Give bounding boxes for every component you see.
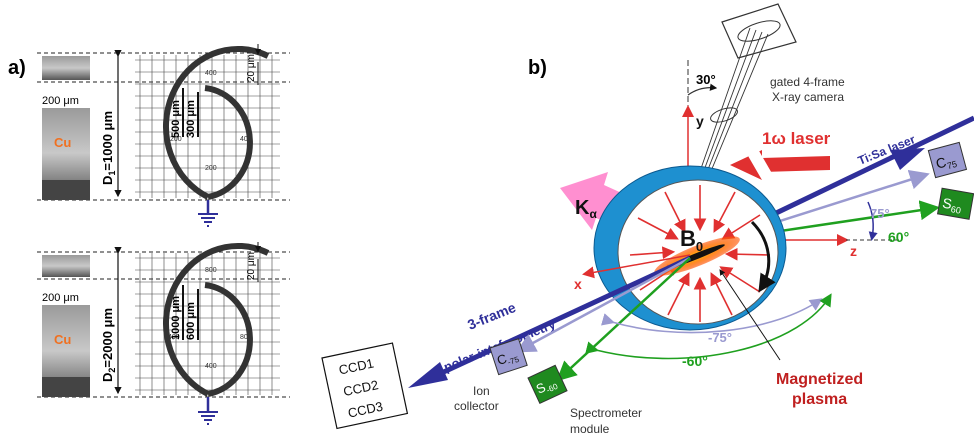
- s60-box: [936, 187, 974, 220]
- x-axis: [582, 254, 691, 279]
- cu-strip-dark: [42, 377, 90, 397]
- z-axis-label: z: [850, 243, 857, 259]
- grid: [135, 55, 280, 198]
- b0-label: B0: [680, 226, 703, 254]
- current-direction-arrow: [750, 220, 776, 293]
- angle-arc-m60: [585, 293, 832, 360]
- panel-a-label: a): [8, 57, 26, 79]
- angle-60-label: 60°: [888, 229, 909, 245]
- ion-label-line1: Ion: [473, 384, 490, 398]
- c-75-label: C-75: [495, 347, 521, 370]
- ground-icon: [198, 411, 218, 425]
- coil-gap: [748, 150, 784, 200]
- inner-dim-label-1: 500 μm: [170, 100, 182, 138]
- grid-tick: 400: [168, 334, 180, 341]
- angle-m60-label: -60°: [682, 353, 708, 369]
- grid-tick: 800: [240, 334, 252, 341]
- kalpha-label: Kα: [575, 197, 597, 221]
- material-label: Cu: [54, 135, 71, 150]
- x-axis-label: x: [574, 276, 582, 292]
- c75-box: [927, 141, 968, 179]
- panel-b-label: b): [528, 57, 547, 79]
- c-75-box: [489, 338, 528, 376]
- c75-module: C75: [927, 141, 968, 179]
- grid-tick: 200: [170, 136, 182, 143]
- target-top: 200 μm Cu 400 200 200 400 D1=1000 μm: [37, 44, 290, 227]
- camera-label-line1: gated 4-frame: [770, 75, 845, 89]
- ccd-label-3: CCD3: [347, 399, 385, 421]
- plasma-pointer: [719, 269, 781, 361]
- spiral-inner: [204, 85, 253, 200]
- angle-arc-30: [687, 83, 718, 96]
- grid-tick: 400: [205, 363, 217, 370]
- ccd-label-1: CCD1: [337, 356, 375, 378]
- inner-dim-label-2: 300 μm: [185, 100, 197, 138]
- grid-tick: 200: [205, 165, 217, 172]
- gradient-strip: [42, 56, 90, 80]
- s-60-module: S-60: [527, 364, 568, 405]
- y-axis-label: y: [696, 113, 704, 129]
- laser-1w-label: 1ω laser: [762, 129, 831, 148]
- camera-label-line2: X-ray camera: [772, 90, 844, 104]
- spectrometer-label-line2: module: [570, 422, 610, 436]
- plasma-label-line2: plasma: [792, 391, 847, 408]
- grid-tick: 800: [205, 267, 217, 274]
- s-60-box: [527, 364, 568, 405]
- camera-body: [721, 3, 797, 59]
- c-75-module: C-75: [489, 338, 528, 376]
- ccd-box: CCD1 CCD2 CCD3: [321, 342, 409, 430]
- ground-icon: [198, 213, 218, 227]
- camera-lens: [737, 20, 781, 42]
- gradient-strip: [42, 255, 90, 277]
- gap-label: 20 μm: [246, 54, 257, 82]
- angle-arc-75: [867, 201, 878, 241]
- ion-label-line2: collector: [454, 399, 499, 413]
- spiral-target: [163, 45, 270, 200]
- scale-label: 200 μm: [42, 292, 79, 304]
- spiral-target: [163, 242, 270, 397]
- grid-tick: 400: [205, 70, 217, 77]
- angle-75-label: 75°: [870, 206, 890, 221]
- cu-strip-dark: [42, 180, 90, 200]
- tisa-arrow-head: [890, 148, 925, 170]
- gap-label: 20 μm: [246, 252, 257, 280]
- laser-1w-arrow: [730, 150, 830, 180]
- scale-label: 200 μm: [42, 95, 79, 107]
- interferometry-beam: [420, 255, 692, 385]
- s60-module: S60: [936, 187, 974, 220]
- material-label: Cu: [54, 332, 71, 347]
- diameter-label: D2=2000 μm: [100, 308, 117, 382]
- s60-label: S60: [941, 195, 963, 216]
- target-bottom: 200 μm Cu 800 400 400 800 D2=2000 μm 100…: [37, 242, 290, 425]
- camera-pinhole: [710, 107, 738, 123]
- interferometry-label-line1: 3-frame: [465, 299, 518, 333]
- ccd-label-2: CCD2: [342, 377, 380, 399]
- angle-30-label: 30°: [696, 72, 716, 87]
- diameter-label: D1=1000 μm: [100, 111, 117, 185]
- grid-tick: 400: [240, 136, 252, 143]
- inner-dim-label-2: 600 μm: [185, 302, 197, 340]
- spectrometer-label-line1: Spectrometer: [570, 406, 642, 420]
- inner-dim-label-1: 1000 μm: [170, 296, 182, 340]
- ccd-frame: [321, 342, 409, 430]
- plasma-label-line1: Magnetized: [776, 371, 863, 388]
- interferometry-arrow-head: [408, 362, 448, 388]
- spiral-inner: [204, 282, 253, 397]
- angle-m75-label: -75°: [708, 330, 732, 345]
- c75-label: C75: [934, 151, 958, 174]
